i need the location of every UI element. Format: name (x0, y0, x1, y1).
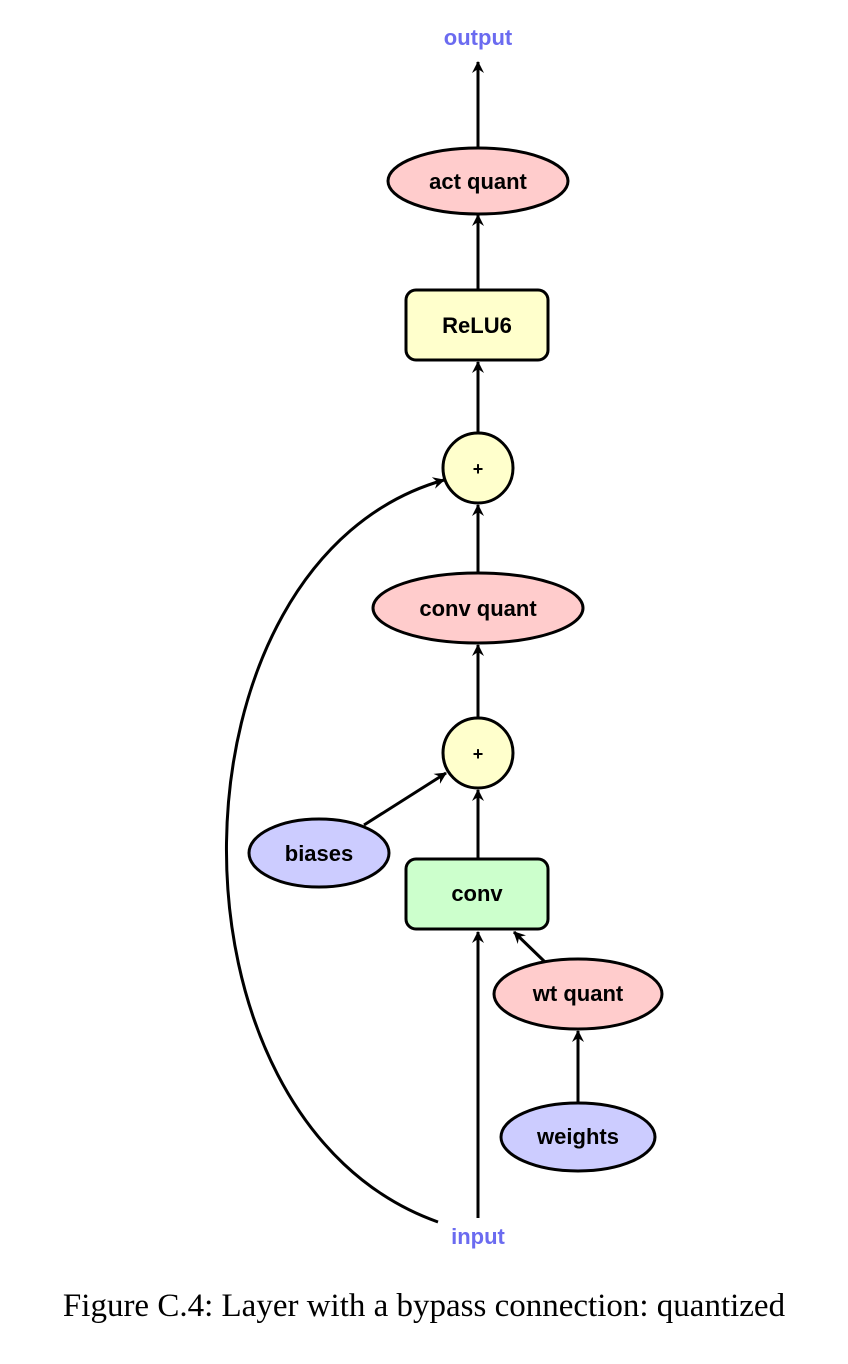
add-top-circle (441, 431, 515, 505)
output-label: output (444, 25, 513, 50)
weights-label: weights (536, 1124, 619, 1149)
weights-node: weights (499, 1101, 657, 1173)
wt-quant-node: wt quant (492, 957, 664, 1031)
relu6-label: ReLU6 (442, 313, 512, 338)
conv-quant-ellipse (371, 571, 585, 645)
figure-caption: Figure C.4: Layer with a bypass connecti… (62, 1288, 786, 1324)
add-bottom-node: + (441, 716, 515, 790)
wt-quant-label: wt quant (532, 981, 624, 1006)
relu6-box (404, 288, 550, 362)
conv-label: conv (451, 881, 503, 906)
conv-box (404, 857, 550, 931)
act-quant-node: act quant (386, 146, 570, 216)
conv-node: conv (404, 857, 550, 931)
edge-biases-to-add-bottom (363, 771, 447, 827)
input-label: input (451, 1224, 505, 1249)
add-top-label: + (473, 459, 484, 479)
edge-wt-quant-to-conv (512, 930, 547, 964)
biases-label: biases (285, 841, 354, 866)
add-bottom-circle (441, 716, 515, 790)
wt-quant-ellipse (492, 957, 664, 1031)
biases-ellipse (247, 817, 391, 889)
add-top-node: + (441, 431, 515, 505)
edges (225, 61, 584, 1224)
act-quant-label: act quant (429, 169, 527, 194)
add-bottom-label: + (473, 744, 484, 764)
conv-quant-label: conv quant (419, 596, 537, 621)
act-quant-ellipse (386, 146, 570, 216)
biases-node: biases (247, 817, 391, 889)
edge-input-bypass-to-add-top (225, 477, 445, 1224)
relu6-node: ReLU6 (404, 288, 550, 362)
conv-quant-node: conv quant (371, 571, 585, 645)
weights-ellipse (499, 1101, 657, 1173)
